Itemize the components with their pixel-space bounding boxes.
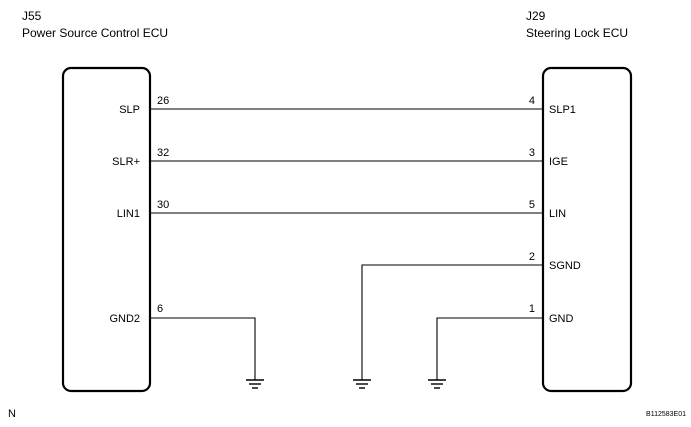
wire-gnd bbox=[436, 317, 543, 380]
left-ecu-box bbox=[61, 66, 152, 393]
left-pin-number: 26 bbox=[157, 95, 169, 107]
left-pin-number: 30 bbox=[157, 199, 169, 211]
right-ecu-code: J29 bbox=[526, 9, 546, 23]
wire-sgnd bbox=[361, 264, 543, 380]
left-terminal-label: GND2 bbox=[109, 313, 140, 325]
left-terminal-label: SLR+ bbox=[112, 156, 140, 168]
left-ecu-code: J55 bbox=[22, 9, 42, 23]
ground-symbol-left bbox=[246, 379, 264, 389]
left-pin-number: 6 bbox=[157, 303, 163, 315]
right-pin-number: 5 bbox=[529, 199, 535, 211]
right-ecu-name: Steering Lock ECU bbox=[526, 26, 628, 40]
left-terminal-label: LIN1 bbox=[117, 208, 140, 220]
ground-symbol-middle bbox=[353, 379, 371, 389]
right-pin-number: 2 bbox=[529, 251, 535, 263]
right-terminal-label: IGE bbox=[549, 156, 568, 168]
right-terminal-label: LIN bbox=[549, 208, 566, 220]
left-terminal-label: SLP bbox=[119, 104, 140, 116]
corner-mark-left: N bbox=[8, 408, 16, 420]
ground-symbol-right bbox=[428, 379, 446, 389]
left-pin-number: 32 bbox=[157, 147, 169, 159]
figure-code: B112583E01 bbox=[646, 411, 686, 418]
right-pin-number: 3 bbox=[529, 147, 535, 159]
wire-gnd2 bbox=[150, 317, 256, 380]
right-pin-number: 4 bbox=[529, 95, 535, 107]
right-terminal-label: SLP1 bbox=[549, 104, 576, 116]
right-ecu-box bbox=[541, 66, 633, 393]
right-terminal-label: GND bbox=[549, 313, 574, 325]
right-pin-number: 1 bbox=[529, 303, 535, 315]
right-terminal-label: SGND bbox=[549, 260, 581, 272]
left-ecu-name: Power Source Control ECU bbox=[22, 26, 168, 40]
